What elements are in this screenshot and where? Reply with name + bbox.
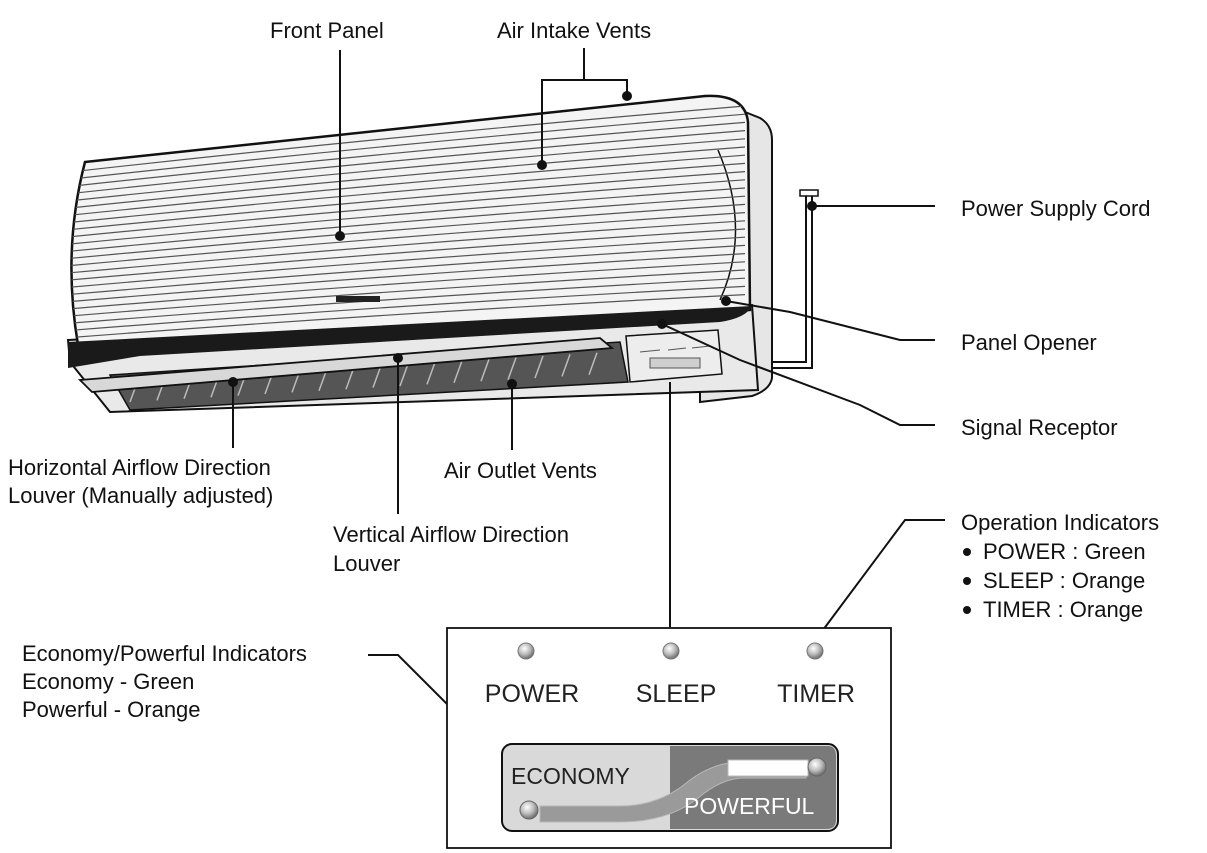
operation-indicators-legend: Operation Indicators POWER : Green SLEEP… (961, 510, 1159, 622)
indoor-unit (66, 94, 819, 414)
economy-powerful-legend: Economy/Powerful Indicators Economy - Gr… (22, 641, 307, 722)
air-intake-grille (71, 105, 746, 339)
label-air-intake-vents: Air Intake Vents (497, 18, 651, 43)
operation-indicator-item: POWER : Green (983, 539, 1146, 564)
label-front-panel: Front Panel (270, 18, 384, 43)
label-air-outlet-vents: Air Outlet Vents (444, 458, 597, 483)
power-indicator-label: POWER (485, 680, 579, 708)
sleep-led-icon (662, 642, 680, 660)
economy-label: ECONOMY (511, 763, 630, 789)
economy-legend-line: Economy - Green (22, 669, 194, 694)
front-panel-edge (717, 149, 737, 301)
economy-led-icon (519, 800, 539, 820)
label-horizontal-louver-line1: Horizontal Airflow Direction (8, 455, 271, 480)
economy-powerful-indicator: ECONOMY POWERFUL (501, 743, 839, 832)
timer-led-icon (806, 642, 824, 660)
label-panel-opener: Panel Opener (961, 330, 1097, 355)
logo-slot (336, 296, 380, 302)
label-vertical-louver-line2: Louver (333, 551, 400, 576)
operation-indicators-title: Operation Indicators (961, 510, 1159, 535)
powerful-led-icon (807, 757, 827, 777)
display-panel: POWER SLEEP TIMER ECONOMY POWERFUL (446, 627, 892, 849)
timer-indicator-label: TIMER (777, 680, 855, 708)
sleep-indicator-label: SLEEP (636, 680, 717, 708)
leader-dots (228, 91, 817, 389)
powerful-legend-line: Powerful - Orange (22, 697, 201, 722)
front-panel (70, 94, 752, 347)
signal-receptor-window (625, 329, 723, 383)
operation-indicator-item: TIMER : Orange (983, 597, 1143, 622)
power-supply-cord (772, 194, 813, 369)
label-vertical-louver-line1: Vertical Airflow Direction (333, 522, 569, 547)
horizontal-louver (77, 337, 615, 393)
powerful-label: POWERFUL (684, 793, 815, 819)
economy-powerful-title: Economy/Powerful Indicators (22, 641, 307, 666)
label-signal-receptor: Signal Receptor (961, 415, 1118, 440)
power-led-icon (517, 642, 535, 660)
label-power-supply-cord: Power Supply Cord (961, 196, 1151, 221)
dark-strip (68, 306, 752, 368)
label-horizontal-louver-line2: Louver (Manually adjusted) (8, 483, 273, 508)
operation-indicator-item: SLEEP : Orange (983, 568, 1145, 593)
